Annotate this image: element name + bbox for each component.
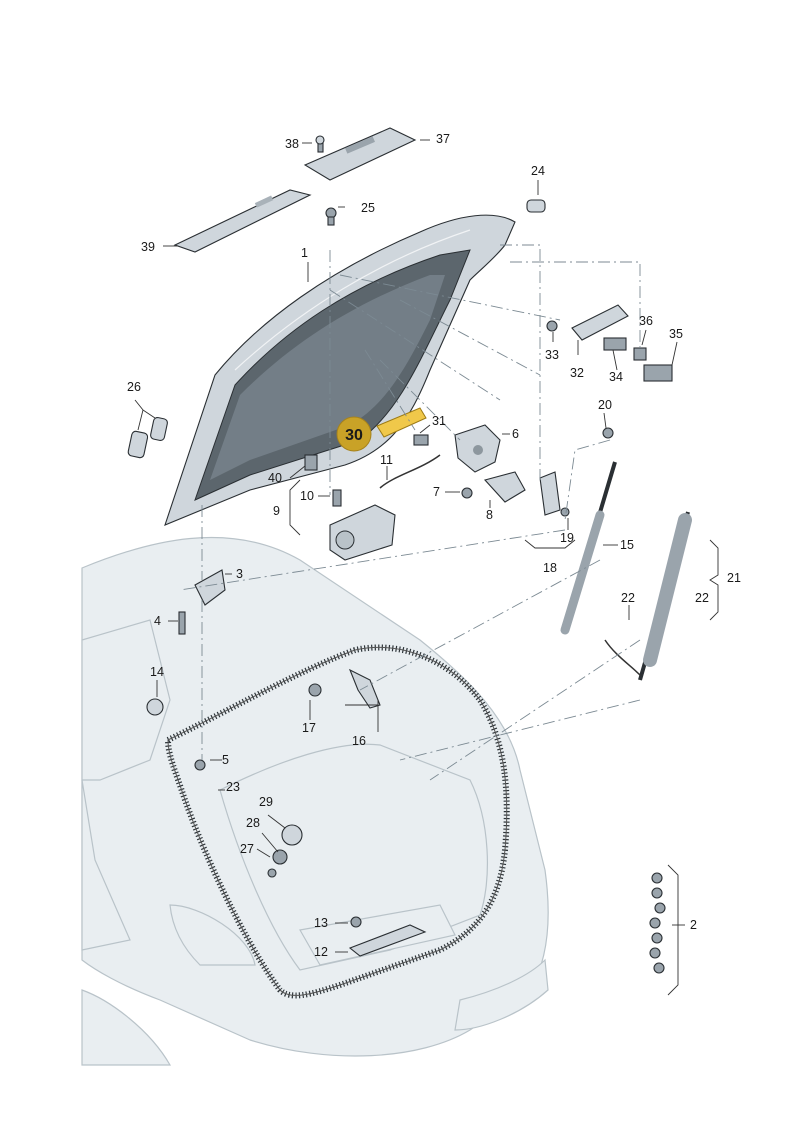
callout-7: 7 <box>433 485 440 499</box>
part-32-handle <box>571 304 629 341</box>
part-39-panel <box>173 189 312 253</box>
part-35-module <box>643 364 673 382</box>
callout-8: 8 <box>486 508 493 522</box>
callout-5: 5 <box>222 753 229 767</box>
callout-10: 10 <box>300 489 314 503</box>
part-15-gas-strut <box>560 461 617 635</box>
part-8-striker <box>483 471 526 503</box>
part-26-covers <box>127 416 168 459</box>
assembly-lines <box>179 244 641 781</box>
part-27-screw <box>267 868 277 878</box>
part-5-nut <box>194 759 206 771</box>
callout-26: 26 <box>127 380 141 394</box>
callout-13: 13 <box>314 916 328 930</box>
part-19-bolt <box>560 507 570 517</box>
part-30-highlight: 30 <box>336 407 427 452</box>
callout-22-strut: 22 <box>695 591 709 605</box>
part-31-nut <box>413 434 429 446</box>
callout-36: 36 <box>639 314 653 328</box>
callout-12: 12 <box>314 945 328 959</box>
part-14-buffer <box>146 698 164 716</box>
part-3-hinge <box>194 569 226 606</box>
callout-37: 37 <box>436 132 450 146</box>
callout-2: 2 <box>690 918 697 932</box>
callout-17: 17 <box>302 721 316 735</box>
part-38-screw <box>315 135 325 153</box>
part-9-drive-unit <box>304 454 441 561</box>
callout-31: 31 <box>432 414 446 428</box>
callout-23: 23 <box>226 780 240 794</box>
callout-20: 20 <box>598 398 612 412</box>
part-2-screw-kit <box>649 872 666 974</box>
tailgate-panel <box>164 214 516 526</box>
callout-28: 28 <box>246 816 260 830</box>
callout-3: 3 <box>236 567 243 581</box>
callout-35: 35 <box>669 327 683 341</box>
callout-29: 29 <box>259 795 273 809</box>
callout-39: 39 <box>141 240 155 254</box>
part-25-clip <box>325 207 337 226</box>
callout-labels: 1 2 3 4 5 6 7 8 9 10 11 12 13 14 15 16 1… <box>127 132 741 959</box>
part-29-button <box>281 824 303 846</box>
callout-15: 15 <box>620 538 634 552</box>
part-4-bolt <box>178 611 186 635</box>
callout-4: 4 <box>154 614 161 628</box>
highlight-number: 30 <box>345 427 363 444</box>
callout-34: 34 <box>609 370 623 384</box>
callout-33: 33 <box>545 348 559 362</box>
callout-1: 1 <box>301 246 308 260</box>
part-16-striker <box>348 668 381 709</box>
callout-40: 40 <box>268 471 282 485</box>
callout-16: 16 <box>352 734 366 748</box>
part-37-cover <box>303 127 417 181</box>
part-24-cap <box>526 199 546 213</box>
part-34-switch <box>603 337 627 351</box>
callout-27: 27 <box>240 842 254 856</box>
part-20-bolt <box>602 427 614 439</box>
part-36-sensor <box>633 347 647 361</box>
part-28-nut <box>272 849 288 865</box>
callout-24: 24 <box>531 164 545 178</box>
callout-38: 38 <box>285 137 299 151</box>
callout-6: 6 <box>512 427 519 441</box>
callout-14: 14 <box>150 665 164 679</box>
part-33-nut <box>546 320 558 332</box>
part-17-screw <box>308 683 322 697</box>
callout-19: 19 <box>560 531 574 545</box>
part-7-nut <box>461 487 473 499</box>
callout-25: 25 <box>361 201 375 215</box>
part-12-striker-plate <box>348 924 427 957</box>
callout-22-cable: 22 <box>621 591 635 605</box>
part-21-gas-strut <box>604 511 692 681</box>
part-13-nut <box>350 916 362 928</box>
leader-lines <box>134 139 719 996</box>
part-6-lock <box>454 424 501 473</box>
callout-21: 21 <box>727 571 741 585</box>
part-40-bracket <box>304 454 318 471</box>
car-body <box>81 536 549 1066</box>
callout-11: 11 <box>380 453 393 467</box>
part-18-bracket <box>539 471 561 516</box>
callout-18: 18 <box>543 561 557 575</box>
callout-32: 32 <box>570 366 584 380</box>
callout-9: 9 <box>273 504 280 518</box>
